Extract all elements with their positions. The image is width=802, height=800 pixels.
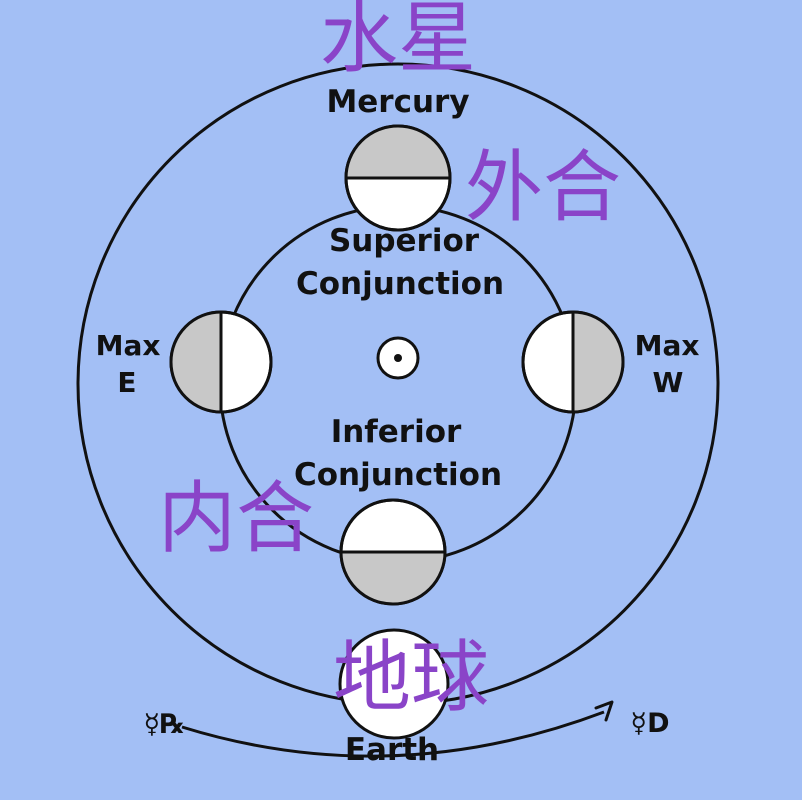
mercury-max-west-planet [521, 310, 625, 414]
inferior-label-line-1: Inferior [331, 414, 462, 450]
earth-label: Earth [345, 732, 439, 768]
max-west-label-line-1: Max [635, 329, 700, 362]
superior-label-line-2: Conjunction [296, 266, 504, 302]
motion-arc [181, 710, 605, 758]
earth-planet [338, 628, 450, 740]
chinese-earth-label: 地球 [333, 633, 489, 723]
inferior-label-line-2: Conjunction [294, 457, 502, 493]
mercury-label: Mercury [326, 84, 469, 120]
chinese-inferior-conjunction-label: 内合 [158, 474, 314, 564]
mercury-direct-symbol: ☿D [631, 708, 670, 739]
sun-icon [376, 336, 420, 380]
chinese-superior-conjunction-label: 外合 [465, 143, 621, 233]
max-east-label-line-1: Max [96, 329, 161, 362]
mercury-superior-conjunction-planet [344, 124, 452, 232]
arrow-icon [594, 700, 614, 722]
superior-label-line-1: Superior [329, 223, 480, 259]
mercury-max-east-planet [169, 310, 273, 414]
chinese-mercury-label: 水星 [320, 0, 476, 84]
mercury-retrograde-symbol: ☿℞ [144, 709, 185, 740]
max-west-label-line-2: W [653, 366, 684, 399]
max-east-label-line-2: E [117, 366, 136, 399]
mercury-inferior-conjunction-planet [339, 498, 447, 606]
